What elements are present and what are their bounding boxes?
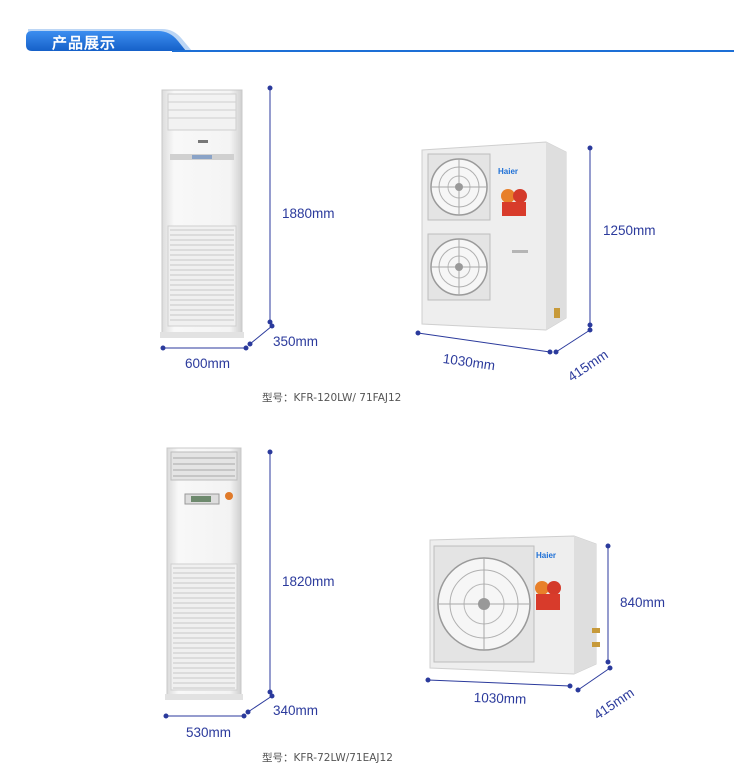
- outdoor-unit-1-brand: Haier: [498, 167, 518, 176]
- fan-icon: [427, 153, 491, 221]
- outdoor-unit-1-image: Haier: [421, 141, 567, 331]
- outdoor-unit-2-brand: Haier: [536, 551, 556, 560]
- outdoor-1-height-label: 1250mm: [603, 223, 656, 238]
- section-title: 产品展示: [52, 34, 117, 52]
- section-header: 产品展示: [22, 27, 734, 57]
- indoor-unit-1-image: [160, 89, 244, 338]
- mascot-icon: [535, 581, 561, 610]
- outdoor-2-height-label: 840mm: [620, 595, 666, 610]
- fan-icon: [433, 545, 535, 663]
- indoor-1-height-label: 1880mm: [282, 206, 335, 221]
- header-banner: [26, 29, 734, 52]
- indoor-1-depth-label: 350mm: [273, 334, 319, 349]
- model-2-label: 型号：KFR-72LW/71EAJ12: [262, 752, 393, 764]
- fan-icon: [427, 233, 491, 301]
- indoor-1-width-label: 600mm: [185, 356, 231, 371]
- indoor-2-width-label: 530mm: [186, 725, 232, 740]
- indoor-2-height-label: 1820mm: [282, 574, 335, 589]
- indoor-2-depth-label: 340mm: [273, 703, 319, 718]
- outdoor-2-width-label: 1030mm: [473, 690, 527, 707]
- indoor-unit-2-image: [165, 447, 243, 700]
- model-1-label: 型号：KFR-120LW/ 71FAJ12: [262, 392, 402, 404]
- outdoor-unit-2-image: Haier: [429, 535, 600, 675]
- mascot-icon: [501, 189, 527, 216]
